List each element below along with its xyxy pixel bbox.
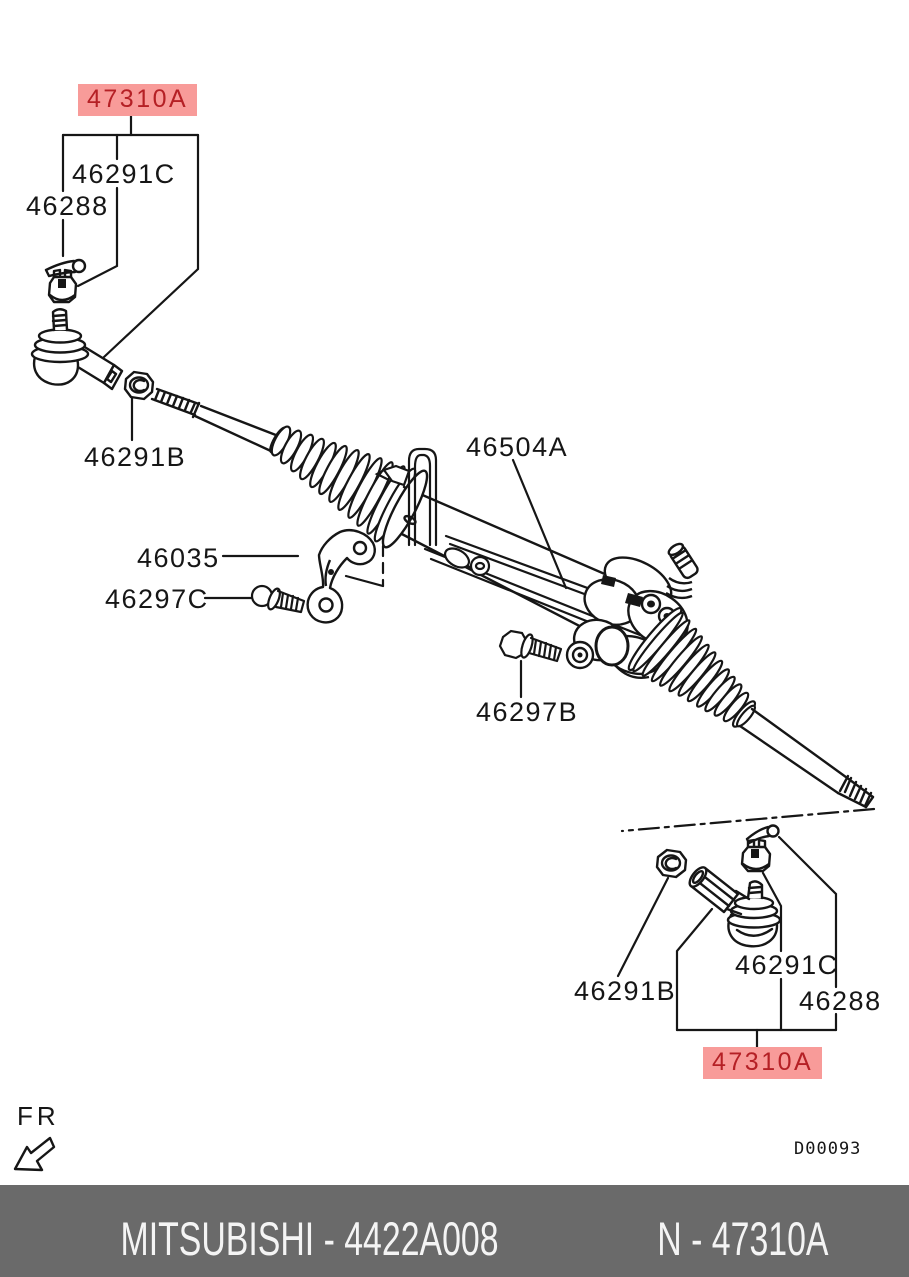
part-label-46297c[interactable]: 46297C: [105, 584, 209, 614]
part-label-47310a-bottom[interactable]: 47310A: [703, 1047, 823, 1079]
input-shaft-stub-icon: [667, 542, 699, 580]
clamp-bolt-46297c-drawing: [250, 584, 306, 614]
parts-diagram-drawing: [13, 109, 876, 1172]
fr-direction-label: FR: [17, 1101, 60, 1131]
part-label-46297b[interactable]: 46297B: [476, 697, 579, 727]
fr-direction-arrow-icon: [13, 1136, 56, 1172]
tie-rod-end-top-body: [30, 308, 124, 391]
footer-ref-number: N - 47310A: [657, 1212, 829, 1265]
castle-nut-top-icon: [47, 268, 78, 304]
part-label-46504a[interactable]: 46504A: [466, 432, 569, 462]
lock-nut-bottom-icon: [655, 848, 688, 879]
part-label-47310a-top[interactable]: 47310A: [78, 84, 198, 116]
pinion-housing-drawing: [565, 542, 699, 679]
part-label-46291b-bottom[interactable]: 46291B: [574, 976, 677, 1006]
footer-bar: MITSUBISHI - 4422A008 N - 47310A: [0, 1185, 909, 1277]
part-label-46291b-left[interactable]: 46291B: [84, 442, 187, 472]
part-label-46288-bottom[interactable]: 46288: [799, 986, 882, 1016]
part-label-46291c-top[interactable]: 46291C: [72, 159, 176, 189]
part-label-46291c-bottom[interactable]: 46291C: [735, 950, 839, 980]
leader-lines: [61, 109, 876, 1049]
footer-brand-part-number: MITSUBISHI - 4422A008: [120, 1212, 499, 1265]
tie-rod-end-top-drawing: [30, 258, 155, 401]
tie-rod-end-bottom-drawing: [655, 824, 782, 948]
part-label-46035[interactable]: 46035: [137, 543, 220, 573]
clamp-46035-drawing: [306, 529, 376, 624]
lock-nut-left-icon: [123, 370, 155, 401]
inner-rod-left-drawing: [150, 387, 283, 454]
cotter-pin-top-icon: [44, 258, 87, 278]
bellows-right-drawing: [627, 606, 757, 728]
castle-nut-bottom-icon: [740, 838, 772, 873]
tie-rod-end-bottom-body: [688, 866, 782, 948]
part-label-46288-top[interactable]: 46288: [26, 191, 109, 221]
drawing-code-label: D00093: [794, 1139, 862, 1159]
mount-bolt-46297b-drawing: [498, 629, 563, 663]
inner-rod-right-drawing: [738, 707, 875, 809]
